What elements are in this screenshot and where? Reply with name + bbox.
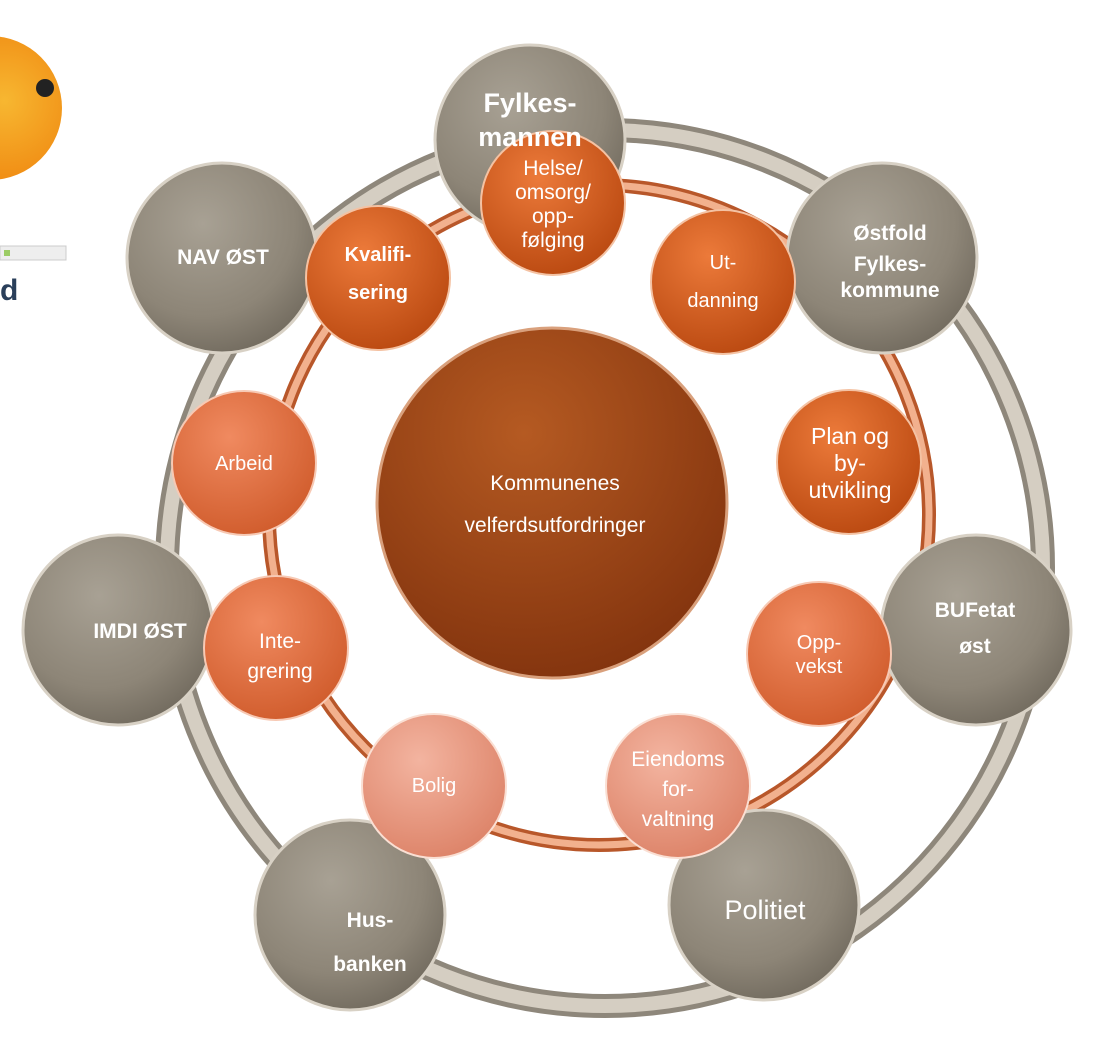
integrering-circle — [203, 575, 349, 721]
imdi-circle — [21, 533, 215, 727]
utdanning-circle — [650, 209, 796, 355]
nav-circle — [125, 161, 319, 355]
center-circle — [375, 326, 729, 680]
arbeid-circle — [171, 390, 317, 536]
logo-icon — [0, 36, 67, 261]
bolig-circle — [361, 713, 507, 859]
politiet-circle — [667, 808, 861, 1002]
helse-circle — [480, 130, 626, 276]
plan-circle — [776, 389, 922, 535]
bufetat-circle — [879, 533, 1073, 727]
kvalifisering-circle — [305, 205, 451, 351]
ostfold-circle — [785, 161, 979, 355]
husbanken-circle — [253, 818, 447, 1012]
logo-label: d — [0, 274, 19, 307]
oppvekst-circle — [746, 581, 892, 727]
eiendom-circle — [605, 713, 751, 859]
